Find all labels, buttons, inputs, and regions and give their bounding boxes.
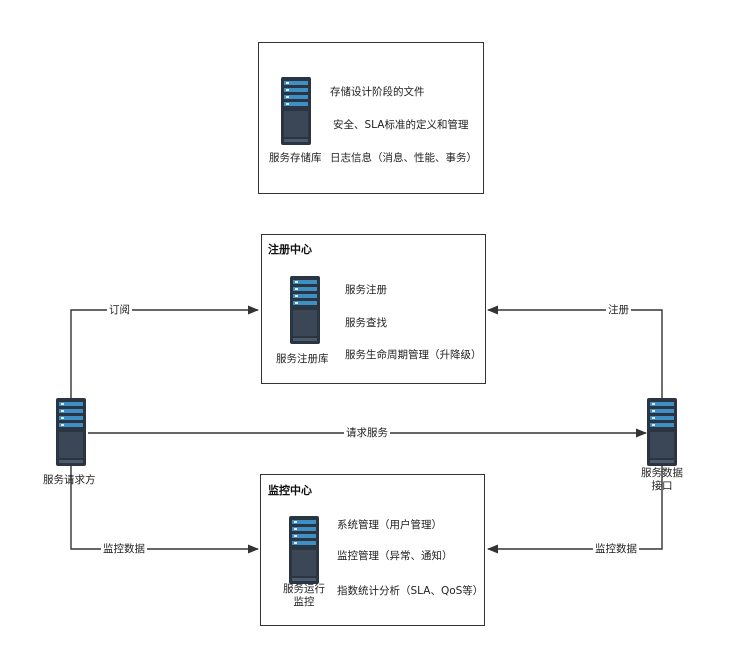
edge-label-register: 注册 bbox=[606, 302, 631, 317]
edge-monitor-data-left bbox=[70, 466, 260, 554]
edge-label-request-service: 请求服务 bbox=[344, 425, 390, 440]
server-rack-icon bbox=[647, 398, 677, 470]
edge-label-monitor-data-right: 监控数据 bbox=[593, 541, 639, 556]
server-rack-icon bbox=[290, 276, 320, 348]
server-rack-icon bbox=[281, 77, 311, 149]
registry-item-2: 服务查找 bbox=[345, 317, 387, 329]
edge-subscribe bbox=[70, 305, 260, 398]
storage-item-1: 存储设计阶段的文件 bbox=[330, 86, 425, 98]
monitor-item-1: 系统管理（用户管理） bbox=[337, 519, 442, 531]
registry-item-1: 服务注册 bbox=[345, 284, 387, 296]
monitor-title: 监控中心 bbox=[268, 484, 312, 497]
server-rack-icon bbox=[56, 398, 86, 470]
registry-title: 注册中心 bbox=[268, 243, 312, 256]
registry-server-label: 服务注册库 bbox=[276, 353, 329, 365]
edge-register bbox=[486, 305, 663, 398]
monitor-item-2: 监控管理（异常、通知） bbox=[337, 550, 453, 562]
provider-label-line1: 服务数据 bbox=[641, 467, 683, 479]
edge-label-subscribe: 订阅 bbox=[107, 302, 132, 317]
monitor-item-3: 指数统计分析（SLA、QoS等） bbox=[337, 585, 484, 597]
storage-server-label: 服务存储库 bbox=[269, 152, 322, 164]
provider-label: 服务数据 接口 bbox=[632, 467, 692, 493]
monitor-server-label: 服务运行 监控 bbox=[276, 583, 332, 609]
provider-label-line2: 接口 bbox=[651, 480, 673, 492]
edge-label-monitor-data-left: 监控数据 bbox=[101, 541, 147, 556]
monitor-server-label-line1: 服务运行 bbox=[283, 583, 325, 595]
requester-label: 服务请求方 bbox=[43, 474, 96, 486]
storage-item-2: 安全、SLA标准的定义和管理 bbox=[333, 119, 469, 131]
edge-monitor-data-right bbox=[486, 466, 663, 554]
storage-item-3: 日志信息（消息、性能、事务） bbox=[330, 152, 477, 164]
monitor-server-label-line2: 监控 bbox=[293, 596, 315, 608]
registry-item-3: 服务生命周期管理（升降级） bbox=[345, 349, 482, 361]
server-rack-icon bbox=[289, 516, 319, 588]
